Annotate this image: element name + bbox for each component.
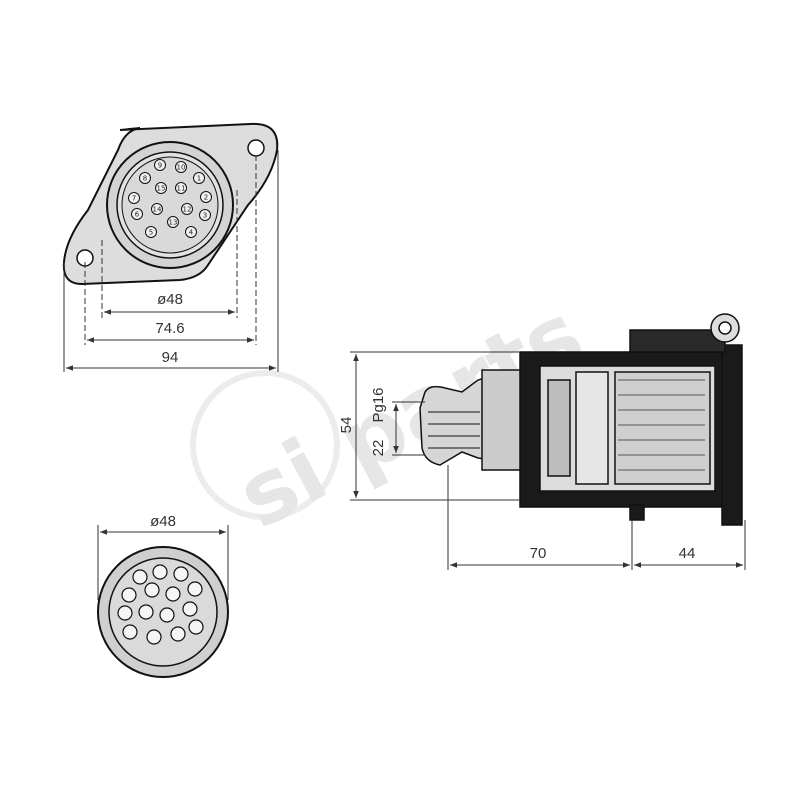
pin-label-14: 14 bbox=[153, 206, 162, 214]
rear-pin-layout bbox=[117, 564, 204, 645]
pin-label-8: 8 bbox=[143, 175, 147, 183]
pin-8 bbox=[139, 172, 151, 184]
rear-pin-hole bbox=[152, 564, 168, 580]
dim-rear-diameter: ø48 bbox=[150, 513, 176, 530]
dim-thread: Pg16 bbox=[370, 387, 387, 422]
pin-label-4: 4 bbox=[189, 229, 194, 237]
pin-11 bbox=[175, 182, 187, 194]
pin-6 bbox=[131, 208, 143, 220]
rear-view bbox=[97, 546, 229, 678]
pin-label-7: 7 bbox=[132, 195, 136, 203]
rear-pin-hole bbox=[121, 587, 137, 603]
front-dimensions bbox=[63, 150, 279, 372]
side-view bbox=[419, 313, 743, 526]
pin-label-5: 5 bbox=[149, 229, 153, 237]
rear-dimensions bbox=[97, 525, 229, 600]
pin-1 bbox=[193, 172, 205, 184]
rear-pin-hole bbox=[138, 604, 154, 620]
pin-10 bbox=[175, 161, 187, 173]
rear-pin-hole bbox=[182, 601, 198, 617]
rear-pin-hole bbox=[122, 624, 138, 640]
rear-pin-hole bbox=[132, 569, 148, 585]
rear-pin-hole bbox=[170, 626, 186, 642]
rear-pin-hole bbox=[188, 619, 204, 635]
pin-label-11: 11 bbox=[177, 185, 186, 193]
pin-5 bbox=[145, 226, 157, 238]
pin-layout: 9 10 8 1 15 11 7 2 6 14 12 13 3 5 4 bbox=[128, 159, 212, 238]
pin-12 bbox=[181, 203, 193, 215]
socket-face bbox=[121, 156, 219, 254]
pin-label-12: 12 bbox=[183, 206, 192, 214]
pin-3 bbox=[199, 209, 211, 221]
pin-7 bbox=[128, 192, 140, 204]
dim-gland-length: 70 bbox=[530, 545, 547, 562]
rear-pin-hole bbox=[187, 581, 203, 597]
rear-pin-hole bbox=[144, 582, 160, 598]
dim-inner-diameter: ø48 bbox=[157, 291, 183, 308]
contact-lines bbox=[618, 379, 705, 471]
rear-pin-hole bbox=[165, 586, 181, 602]
dim-gland-size: 22 bbox=[370, 440, 387, 457]
pin-4 bbox=[185, 226, 197, 238]
rear-pin-hole bbox=[117, 605, 133, 621]
insert-block-1 bbox=[547, 379, 571, 477]
gland-thread bbox=[428, 411, 480, 449]
dim-flange-width: 94 bbox=[162, 349, 179, 366]
front-view: 9 10 8 1 15 11 7 2 6 14 12 13 3 5 4 bbox=[62, 122, 279, 286]
dim-hole-spacing: 74.6 bbox=[155, 320, 184, 337]
rear-pin-hole bbox=[159, 607, 175, 623]
housing-foot bbox=[629, 504, 645, 521]
rear-pin-hole bbox=[146, 629, 162, 645]
lid-hinge-pin bbox=[718, 321, 732, 335]
pin-label-6: 6 bbox=[135, 211, 140, 219]
pin-15 bbox=[155, 182, 167, 194]
pin-label-2: 2 bbox=[204, 194, 208, 202]
pin-label-9: 9 bbox=[158, 162, 162, 170]
rear-pin-hole bbox=[173, 566, 189, 582]
pin-13 bbox=[167, 216, 179, 228]
pin-14 bbox=[151, 203, 163, 215]
mount-flange bbox=[721, 344, 743, 526]
lid-top bbox=[629, 329, 726, 353]
pin-label-13: 13 bbox=[169, 219, 178, 227]
gland-nut bbox=[481, 369, 525, 471]
contact-block bbox=[614, 371, 711, 485]
pin-2 bbox=[200, 191, 212, 203]
dim-flange-depth: 44 bbox=[679, 545, 696, 562]
pin-label-3: 3 bbox=[203, 212, 207, 220]
dim-body-height: 54 bbox=[338, 417, 355, 434]
insert-block-2 bbox=[575, 371, 609, 485]
mount-hole-right bbox=[247, 139, 265, 157]
pin-label-15: 15 bbox=[157, 185, 166, 193]
side-dimensions bbox=[350, 351, 746, 570]
pin-label-1: 1 bbox=[197, 175, 201, 183]
pin-9 bbox=[154, 159, 166, 171]
pin-label-10: 10 bbox=[177, 164, 186, 172]
